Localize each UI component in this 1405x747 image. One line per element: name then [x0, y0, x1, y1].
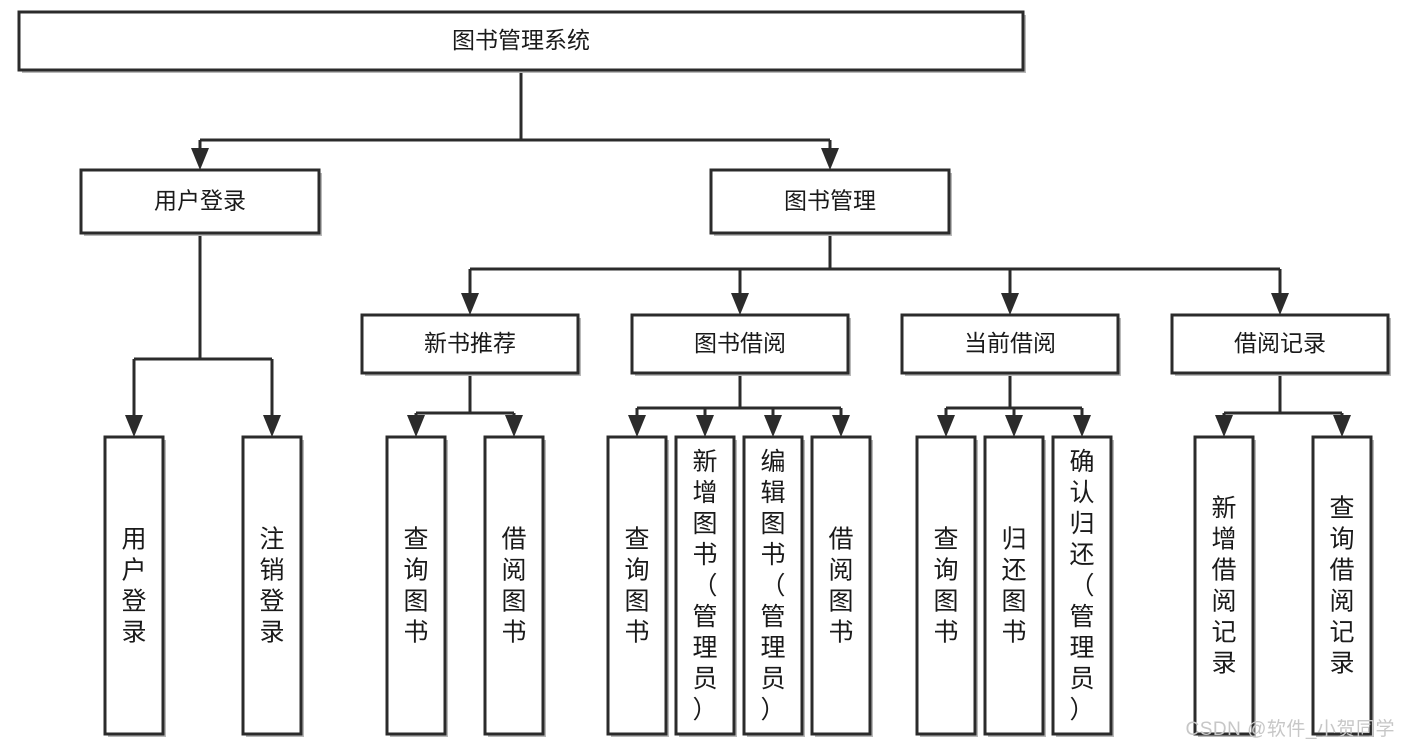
node-label: 新增图书（管理员）: [692, 448, 717, 724]
node-box[interactable]: [630, 313, 850, 375]
node-label: 借阅图书: [828, 526, 853, 647]
edge-group-root: [191, 70, 839, 170]
node-label: 当前借阅: [964, 330, 1056, 356]
node-label: 新增借阅记录: [1211, 495, 1236, 678]
node-label: 编辑图书（管理员）: [760, 448, 785, 724]
edge-group-current-borrow: [937, 373, 1091, 437]
node-leaf-edit-book[interactable]: 编辑图书（管理员）: [742, 435, 805, 737]
node-box[interactable]: [1193, 435, 1255, 736]
edge-group-borrow-record: [1215, 373, 1351, 437]
node-box[interactable]: [241, 435, 303, 736]
node-box[interactable]: [709, 168, 951, 235]
node-leaf-query-book-cur[interactable]: 查询图书: [915, 435, 978, 737]
node-box[interactable]: [103, 435, 165, 736]
node-book-borrow[interactable]: 图书借阅: [630, 313, 851, 376]
node-leaf-return-book[interactable]: 归还图书: [983, 435, 1046, 737]
node-box[interactable]: [915, 435, 977, 736]
connector-layer: [125, 70, 1351, 437]
node-box[interactable]: [1170, 313, 1390, 375]
node-box[interactable]: [674, 435, 736, 736]
edge-group-book-borrow: [628, 373, 850, 437]
node-borrow-record[interactable]: 借阅记录: [1170, 313, 1391, 376]
arrow-head-icon: [191, 148, 209, 170]
node-label: 归还图书: [1001, 526, 1026, 647]
node-label: 查询图书: [403, 526, 428, 647]
node-leaf-add-record[interactable]: 新增借阅记录: [1193, 435, 1256, 737]
arrow-head-icon: [628, 415, 646, 437]
node-box[interactable]: [1311, 435, 1373, 736]
node-root[interactable]: 图书管理系统: [17, 10, 1026, 73]
arrow-head-icon: [1215, 415, 1233, 437]
node-leaf-borrow-book-rec[interactable]: 借阅图书: [483, 435, 546, 737]
node-box[interactable]: [742, 435, 804, 736]
node-label: 新书推荐: [424, 330, 516, 356]
edge-group-book-manage: [461, 233, 1289, 315]
node-leaf-query-book[interactable]: 查询图书: [606, 435, 669, 737]
node-box[interactable]: [79, 168, 321, 235]
node-leaf-confirm-return[interactable]: 确认归还（管理员）: [1051, 435, 1114, 737]
node-box[interactable]: [1051, 435, 1113, 736]
edge-group-new-book-rec: [407, 373, 523, 437]
node-box[interactable]: [606, 435, 668, 736]
node-label: 借阅图书: [501, 526, 526, 647]
node-user-login[interactable]: 用户登录: [79, 168, 322, 236]
node-leaf-borrow-book[interactable]: 借阅图书: [810, 435, 873, 737]
node-label: 借阅记录: [1234, 330, 1326, 356]
arrow-head-icon: [125, 415, 143, 437]
node-label: 查询借阅记录: [1329, 495, 1354, 678]
node-label: 确认归还（管理员）: [1069, 448, 1094, 724]
arrow-head-icon: [505, 415, 523, 437]
node-box[interactable]: [900, 313, 1120, 375]
node-book-manage[interactable]: 图书管理: [709, 168, 952, 236]
node-label: 图书借阅: [694, 330, 786, 356]
node-box[interactable]: [983, 435, 1045, 736]
node-leaf-query-record[interactable]: 查询借阅记录: [1311, 435, 1374, 737]
node-box[interactable]: [810, 435, 872, 736]
watermark-label: CSDN @软件_小贺同学: [1185, 719, 1395, 740]
arrow-head-icon: [461, 293, 479, 315]
node-label: 查询图书: [933, 526, 958, 647]
node-label: 注销登录: [259, 526, 284, 647]
arrow-head-icon: [407, 415, 425, 437]
arrow-head-icon: [1333, 415, 1351, 437]
arrow-head-icon: [821, 148, 839, 170]
node-box[interactable]: [360, 313, 580, 375]
arrow-head-icon: [263, 415, 281, 437]
node-label: 用户登录: [121, 526, 146, 647]
node-leaf-add-book[interactable]: 新增图书（管理员）: [674, 435, 737, 737]
node-box[interactable]: [483, 435, 545, 736]
arrow-head-icon: [1005, 415, 1023, 437]
node-label: 图书管理系统: [452, 27, 590, 53]
arrow-head-icon: [832, 415, 850, 437]
node-label: 用户登录: [154, 188, 246, 214]
arrow-head-icon: [937, 415, 955, 437]
arrow-head-icon: [696, 415, 714, 437]
node-layer: 图书管理系统用户登录图书管理新书推荐图书借阅当前借阅借阅记录用户登录注销登录查询…: [17, 10, 1391, 737]
arrow-head-icon: [731, 293, 749, 315]
arrow-head-icon: [1001, 293, 1019, 315]
node-label: 查询图书: [624, 526, 649, 647]
arrow-head-icon: [1073, 415, 1091, 437]
node-box[interactable]: [385, 435, 447, 736]
edge-group-user-login: [125, 233, 281, 437]
node-box[interactable]: [17, 10, 1025, 72]
node-leaf-logout[interactable]: 注销登录: [241, 435, 304, 737]
node-new-book-rec[interactable]: 新书推荐: [360, 313, 581, 376]
arrow-head-icon: [764, 415, 782, 437]
node-label: 图书管理: [784, 188, 876, 214]
node-leaf-query-book-rec[interactable]: 查询图书: [385, 435, 448, 737]
node-leaf-user-login[interactable]: 用户登录: [103, 435, 166, 737]
node-current-borrow[interactable]: 当前借阅: [900, 313, 1121, 376]
arrow-head-icon: [1271, 293, 1289, 315]
